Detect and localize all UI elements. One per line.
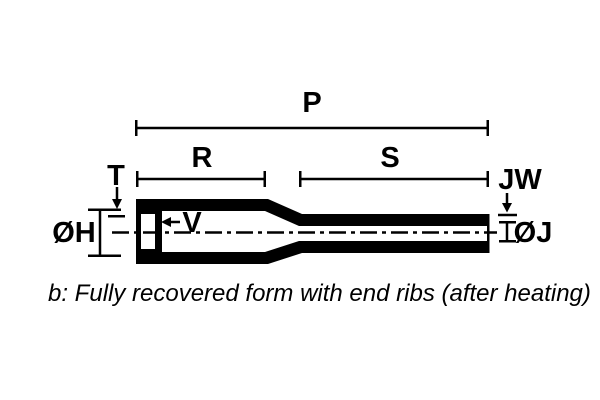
- p-dimension-line: [136, 126, 489, 130]
- oh-dimension: ØH: [52, 208, 121, 257]
- jw-arrow-shaft: [505, 193, 509, 204]
- r-right-tick: [263, 171, 266, 187]
- oj-top-serif: [499, 221, 516, 224]
- p-dimension: P: [135, 87, 489, 136]
- s-dimension-label: S: [380, 142, 399, 174]
- r-left-tick: [136, 171, 139, 187]
- oj-bottom-serif: [499, 240, 516, 243]
- jw-surface-line: [498, 213, 517, 217]
- oj-extent-line: [505, 222, 509, 242]
- oh-dimension-label: ØH: [52, 217, 96, 249]
- oj-dimension: ØJ: [499, 217, 552, 249]
- oh-bottom-serif: [88, 254, 121, 257]
- p-left-tick: [135, 120, 138, 136]
- tube-bottom-wall: [160, 241, 489, 264]
- v-dimension-label: V: [182, 207, 202, 239]
- r-dimension-label: R: [192, 142, 213, 174]
- p-right-tick: [486, 120, 489, 136]
- oh-top-serif: [88, 208, 121, 211]
- s-left-tick: [299, 171, 302, 187]
- figure-caption: b: Fully recovered form with end ribs (a…: [48, 280, 591, 307]
- jw-dimension-label: JW: [498, 164, 542, 196]
- tube-top-wall: [160, 199, 489, 226]
- v-arrow-left-icon: [161, 217, 171, 227]
- p-dimension-label: P: [302, 87, 321, 119]
- jw-arrow-down-icon: [502, 203, 512, 213]
- oh-extent-line: [98, 208, 102, 257]
- t-inner-surface-line: [108, 215, 125, 218]
- s-dimension: S: [299, 142, 489, 187]
- oj-dimension-label: ØJ: [514, 217, 553, 249]
- s-right-tick: [486, 171, 489, 187]
- jw-dimension: JW: [498, 164, 542, 217]
- t-dimension: T: [107, 160, 125, 218]
- v-dimension: V: [161, 207, 202, 239]
- t-arrow-down-icon: [112, 199, 122, 209]
- v-arrow-shaft: [170, 220, 180, 224]
- r-dimension-line: [137, 177, 265, 181]
- r-dimension: R: [136, 142, 266, 187]
- s-dimension-line: [300, 177, 489, 181]
- t-dimension-label: T: [107, 160, 125, 192]
- t-arrow-shaft: [115, 187, 119, 200]
